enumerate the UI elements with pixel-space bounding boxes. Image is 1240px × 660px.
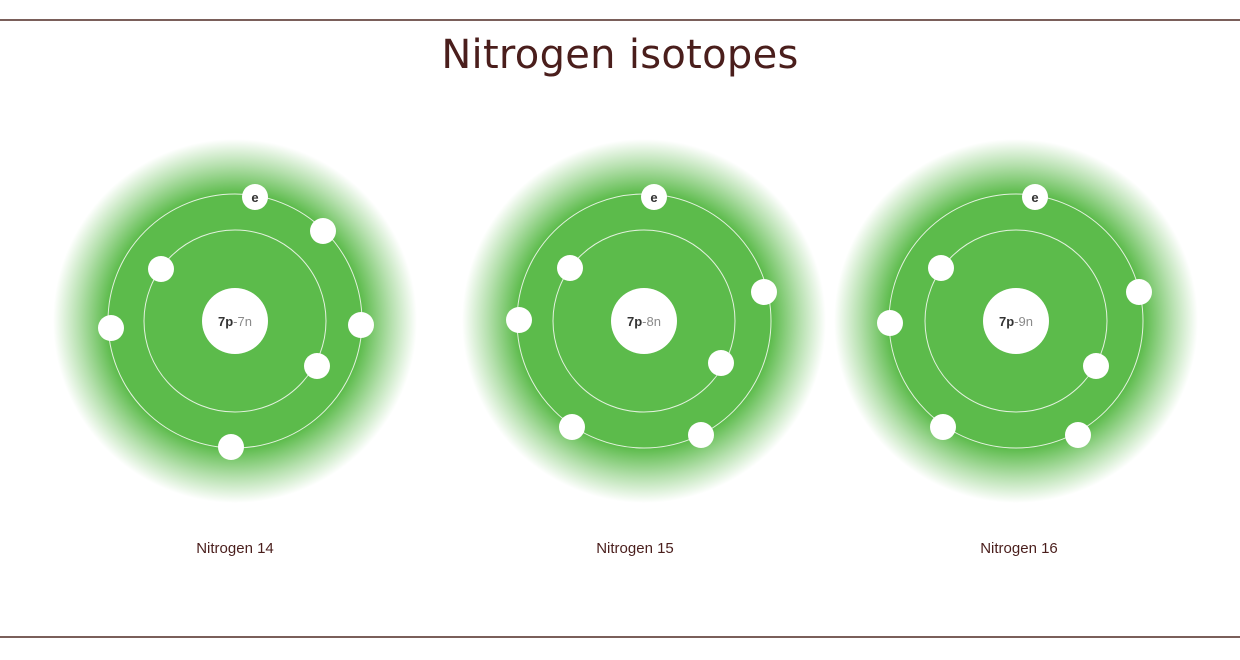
top-divider	[0, 19, 1240, 21]
bottom-divider	[0, 636, 1240, 638]
nucleus-label: 7p-9n	[999, 314, 1033, 329]
electron	[506, 307, 532, 333]
inner-shell-orbit	[143, 229, 327, 413]
neutron-count: 9n	[1019, 314, 1033, 329]
electron	[708, 350, 734, 376]
atom-caption-nitrogen-14: Nitrogen 14	[196, 540, 274, 557]
neutron-count: 7n	[238, 314, 252, 329]
inner-shell-orbit	[924, 229, 1108, 413]
electron	[348, 312, 374, 338]
nucleus	[202, 288, 268, 354]
electron-marker	[641, 184, 667, 210]
electron	[98, 315, 124, 341]
atom-caption-nitrogen-15: Nitrogen 15	[596, 540, 674, 557]
separator: -	[642, 314, 646, 329]
neutron-count: 8n	[647, 314, 661, 329]
electron	[148, 256, 174, 282]
diagram-title: Nitrogen isotopes	[441, 32, 799, 78]
atom-nitrogen-16: 7p-9n e	[834, 139, 1198, 503]
nucleus-label: 7p-7n	[218, 314, 252, 329]
electron	[304, 353, 330, 379]
atom-nitrogen-14: 7p-7n e	[53, 139, 417, 503]
separator: -	[233, 314, 237, 329]
electron	[928, 255, 954, 281]
electron	[751, 279, 777, 305]
nucleus	[983, 288, 1049, 354]
electron-label: e	[1031, 190, 1038, 205]
electron	[1065, 422, 1091, 448]
proton-count: 7p	[999, 314, 1014, 329]
electron	[1126, 279, 1152, 305]
electron-marker	[242, 184, 268, 210]
electron-label: e	[650, 190, 657, 205]
electron	[559, 414, 585, 440]
electron	[557, 255, 583, 281]
atom-nitrogen-15: 7p-8n e	[462, 139, 826, 503]
electron-marker	[1022, 184, 1048, 210]
electron-label: e	[251, 190, 258, 205]
separator: -	[1014, 314, 1018, 329]
electron	[877, 310, 903, 336]
electron	[310, 218, 336, 244]
proton-count: 7p	[218, 314, 233, 329]
electron	[688, 422, 714, 448]
proton-count: 7p	[627, 314, 642, 329]
nucleus-label: 7p-8n	[627, 314, 661, 329]
nucleus	[611, 288, 677, 354]
electron	[930, 414, 956, 440]
electron	[218, 434, 244, 460]
atom-caption-nitrogen-16: Nitrogen 16	[980, 540, 1058, 557]
inner-shell-orbit	[552, 229, 736, 413]
electron	[1083, 353, 1109, 379]
